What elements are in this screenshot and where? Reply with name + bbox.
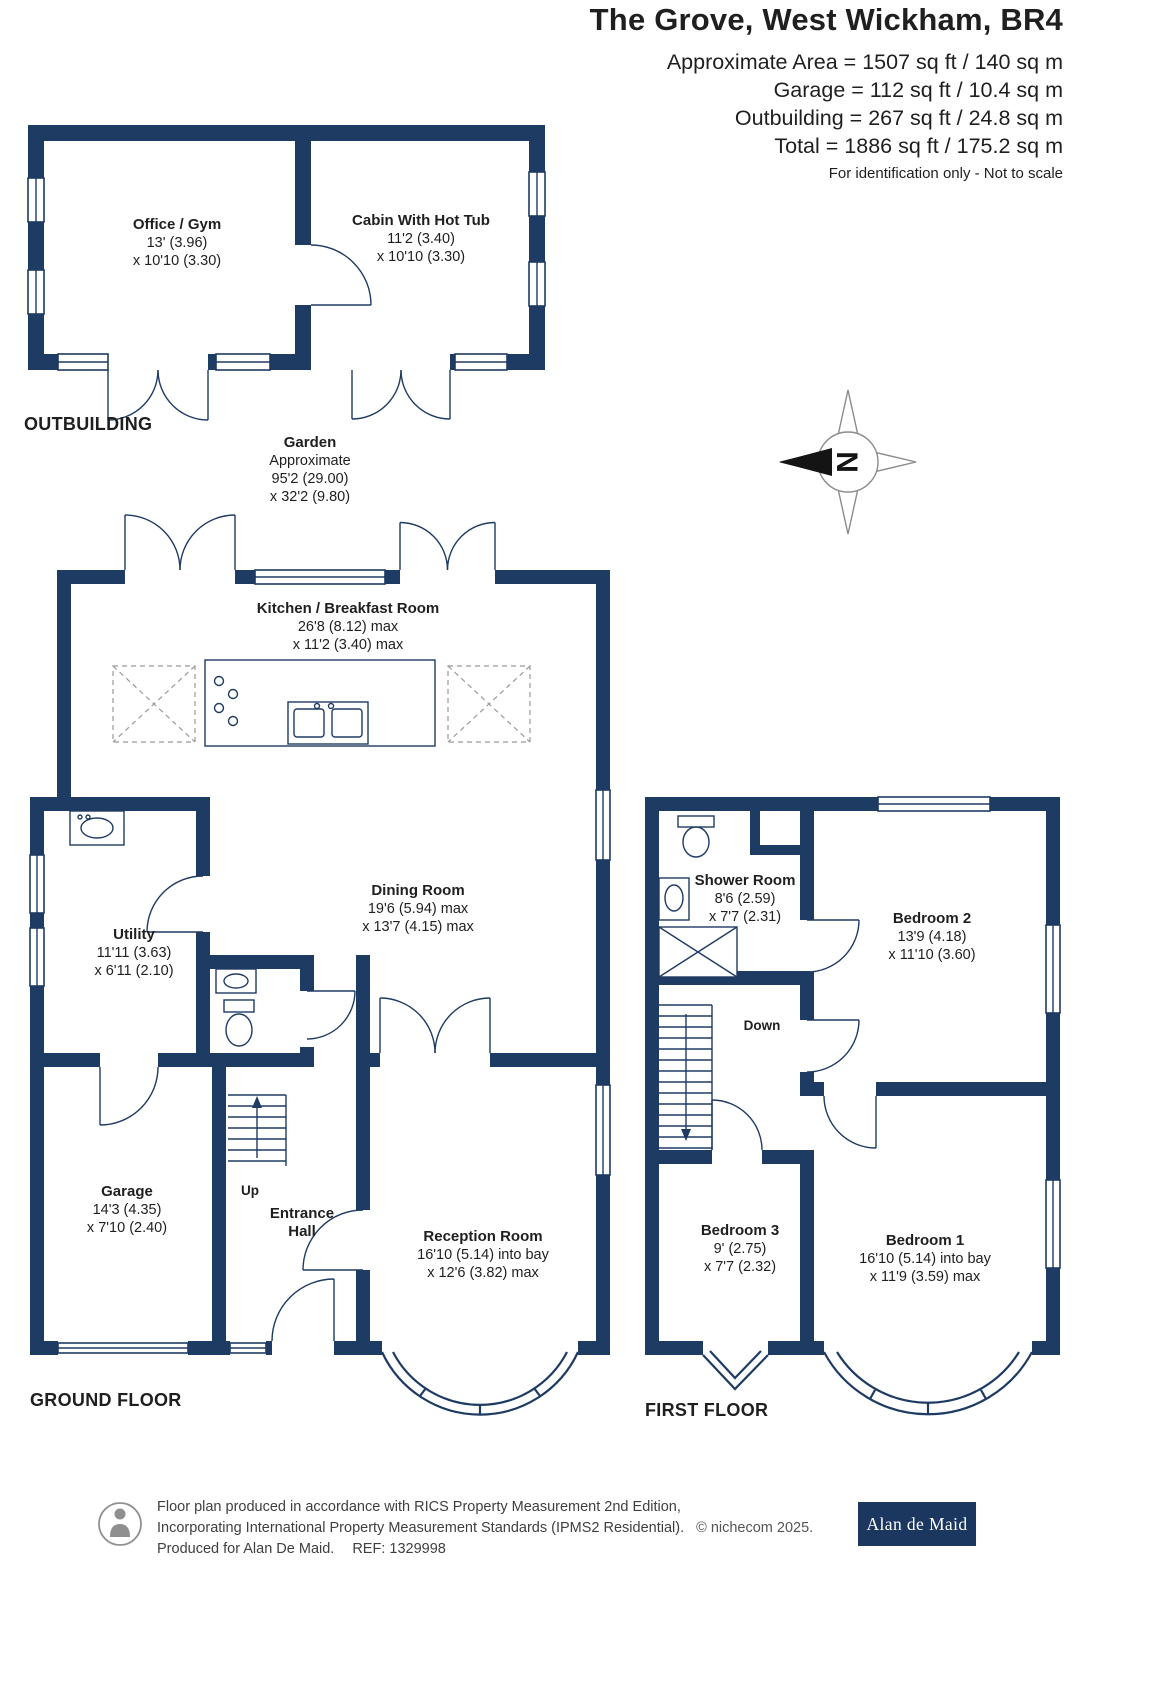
room-label-garage: Garage 14'3 (4.35) x 7'10 (2.40): [86, 1183, 168, 1236]
garden-name: Garden: [283, 434, 337, 451]
room-label-cabin: Cabin With Hot Tub 11'2 (3.40) x 10'10 (…: [352, 212, 490, 265]
header: The Grove, West Wickham, BR4 Approximate…: [590, 2, 1063, 182]
footer-line-2: Incorporating International Property Mea…: [157, 1520, 814, 1536]
reference-number: REF: 1329998: [352, 1541, 446, 1557]
wc-basin-icon: [215, 968, 257, 994]
stairs-down-label: Down: [743, 1018, 781, 1033]
room-label-bedroom-3: Bedroom 3 9' (2.75) x 7'7 (2.32): [700, 1222, 780, 1275]
room-label-entrance-hall: Entrance Hall: [269, 1205, 335, 1240]
outbuilding-section-label: OUTBUILDING: [24, 414, 153, 434]
ground-floor-section-label: GROUND FLOOR: [30, 1390, 182, 1410]
room-label-bedroom-2: Bedroom 2 13'9 (4.18) x 11'10 (3.60): [888, 910, 976, 963]
footer: Floor plan produced in accordance with R…: [95, 1497, 813, 1560]
kitchen-dashed-units: [112, 665, 531, 743]
stairs-down-arrow: [681, 1129, 691, 1141]
copyright: © nichecom 2025.: [696, 1520, 814, 1536]
page-title: The Grove, West Wickham, BR4: [589, 2, 1063, 37]
room-label-utility: Utility 11'11 (3.63) x 6'11 (2.10): [94, 926, 174, 979]
footer-line-1: Floor plan produced in accordance with R…: [157, 1499, 681, 1515]
area-line-garage: Garage = 112 sq ft / 10.4 sq m: [773, 78, 1063, 102]
windows: [27, 171, 1061, 1354]
utility-sink-icon: [69, 810, 125, 846]
area-line-outbuilding: Outbuilding = 267 sq ft / 24.8 sq m: [734, 106, 1063, 130]
compass-n-label: N: [832, 451, 865, 473]
area-line-total: Total = 1886 sq ft / 175.2 sq m: [774, 134, 1063, 158]
shower-basin-icon: [658, 877, 690, 921]
stairs-up-arrow: [252, 1096, 262, 1108]
shower-toilet-icon: [677, 815, 715, 858]
stairs-up-label: Up: [241, 1183, 259, 1198]
footer-text: Floor plan produced in accordance with R…: [157, 1497, 813, 1560]
walls: [28, 125, 1060, 1355]
footer-line-3: Produced for Alan De Maid.REF: 1329998: [157, 1541, 446, 1557]
compass: N: [779, 389, 917, 535]
shower-tray-icon: [658, 926, 738, 978]
door-swings: [99, 244, 877, 1342]
bay-windows: [381, 1350, 1033, 1416]
stairs-ground: [228, 1094, 287, 1166]
garden-dim-2: x 32'2 (9.80): [269, 489, 351, 505]
room-label-reception: Reception Room 16'10 (5.14) into bay x 1…: [417, 1228, 549, 1281]
garden-note: Approximate: [269, 453, 351, 469]
room-label-office-gym: Office / Gym 13' (3.96) x 10'10 (3.30): [132, 216, 222, 269]
room-label-bedroom-1: Bedroom 1 16'10 (5.14) into bay x 11'9 (…: [859, 1232, 991, 1285]
first-floor-section-label: FIRST FLOOR: [645, 1400, 769, 1420]
garden-dim-1: 95'2 (29.00): [271, 471, 349, 487]
compass-north-arrow: [779, 448, 832, 476]
room-label-dining: Dining Room 19'6 (5.94) max x 13'7 (4.15…: [362, 882, 474, 935]
alan-de-maid-logo: Alan de Maid: [858, 1502, 976, 1546]
wc-toilet-icon: [223, 999, 255, 1047]
disclaimer: For identification only - Not to scale: [828, 165, 1063, 182]
garden-label: Garden Approximate 95'2 (29.00) x 32'2 (…: [269, 434, 350, 506]
person-icon: [98, 1502, 142, 1546]
stairs-first: [659, 1004, 713, 1150]
area-line-total-approx: Approximate Area = 1507 sq ft / 140 sq m: [666, 50, 1063, 74]
kitchen-island-icon: [204, 659, 436, 747]
room-label-shower-room: Shower Room 8'6 (2.59) x 7'7 (2.31): [694, 872, 796, 925]
room-label-kitchen: Kitchen / Breakfast Room 26'8 (8.12) max…: [256, 600, 440, 653]
